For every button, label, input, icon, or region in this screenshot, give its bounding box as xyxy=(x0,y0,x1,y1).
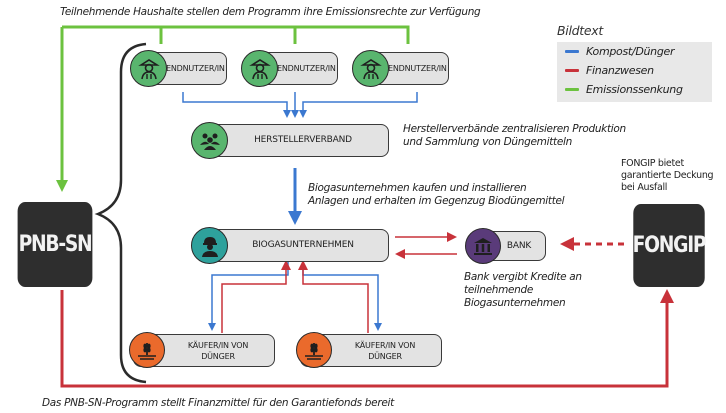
caption-herstellerverband: Herstellerverbände zentralisieren Produk… xyxy=(403,123,626,149)
node-label-line: DÜNGER xyxy=(201,351,235,361)
caption-fongip: FONGIP bietet garantierte Deckung bei Au… xyxy=(621,158,714,194)
legend-title: Bildtext xyxy=(557,23,603,38)
crop-icon xyxy=(296,332,332,368)
farmer-icon xyxy=(241,50,278,87)
fongip-node[interactable]: FONGIP xyxy=(633,204,707,287)
legend-swatch-blue xyxy=(565,50,579,53)
biogas-node[interactable]: BIOGASUNTERNEHMEN xyxy=(197,229,389,262)
caption-line: FONGIP bietet xyxy=(621,158,684,169)
pnb-sn-node[interactable]: PNB-SN xyxy=(17,202,93,287)
legend-item-compost: Kompost/Dünger xyxy=(565,45,675,58)
caption-top: Teilnehmende Haushalte stellen dem Progr… xyxy=(60,6,481,18)
biogas-kaeufer-flows xyxy=(208,260,382,333)
finance-flow-pnb-fongip xyxy=(60,289,674,388)
legend-label: Kompost/Dünger xyxy=(586,45,675,58)
emission-flow xyxy=(56,25,410,192)
node-label-line: DÜNGER xyxy=(368,351,402,361)
group-icon xyxy=(191,122,228,159)
caption-line: Anlagen und erhalten im Gegenzug Biodüng… xyxy=(308,195,565,207)
node-label: BANK xyxy=(506,240,532,251)
node-label: ENDNUTZER/IN xyxy=(388,64,447,73)
node-label: ENDNUTZER/IN xyxy=(277,64,336,73)
node-label-line: KÄUFER/IN VON xyxy=(187,340,249,350)
pnb-bracket xyxy=(94,42,147,384)
caption-biogas: Biogasunternehmen kaufen und installiere… xyxy=(308,182,565,208)
crop-icon xyxy=(129,332,165,368)
caption-line: teilnehmende xyxy=(464,284,534,296)
herstellerverband-node[interactable]: HERSTELLERVERBAND xyxy=(197,124,389,157)
caption-bank: Bank vergibt Kredite an teilnehmende Bio… xyxy=(464,271,582,310)
legend: Kompost/Dünger Finanzwesen Emissionssenk… xyxy=(557,42,712,102)
node-label-line: KÄUFER/IN VON xyxy=(354,340,416,350)
node-label: BIOGASUNTERNEHMEN xyxy=(252,240,354,250)
legend-item-finance: Finanzwesen xyxy=(565,64,654,77)
caption-line: bei Ausfall xyxy=(621,182,668,193)
compost-flow-endnutzer xyxy=(182,92,418,118)
caption-line: Herstellerverbände zentralisieren Produk… xyxy=(403,123,626,135)
farmer-icon xyxy=(352,50,389,87)
legend-label: Finanzwesen xyxy=(586,64,654,77)
farmer-icon xyxy=(130,50,167,87)
node-label: ENDNUTZER/IN xyxy=(166,64,225,73)
legend-label: Emissionssenkung xyxy=(586,83,683,96)
legend-item-emission: Emissionssenkung xyxy=(565,83,683,96)
node-label: HERSTELLERVERBAND xyxy=(254,135,352,145)
caption-line: Bank vergibt Kredite an xyxy=(464,271,582,283)
caption-line: Biogasunternehmen kaufen und installiere… xyxy=(308,182,527,194)
worker-icon xyxy=(191,227,228,264)
biogas-bank-flows xyxy=(395,232,457,259)
caption-line: garantierte Deckung xyxy=(621,170,714,181)
caption-line: Biogasunternehmen xyxy=(464,297,566,309)
caption-bottom: Das PNB-SN-Programm stellt Finanzmittel … xyxy=(42,397,394,409)
legend-swatch-green xyxy=(565,88,579,91)
bank-icon xyxy=(465,228,501,264)
caption-line: und Sammlung von Düngemitteln xyxy=(403,136,572,148)
legend-swatch-red xyxy=(565,69,579,72)
